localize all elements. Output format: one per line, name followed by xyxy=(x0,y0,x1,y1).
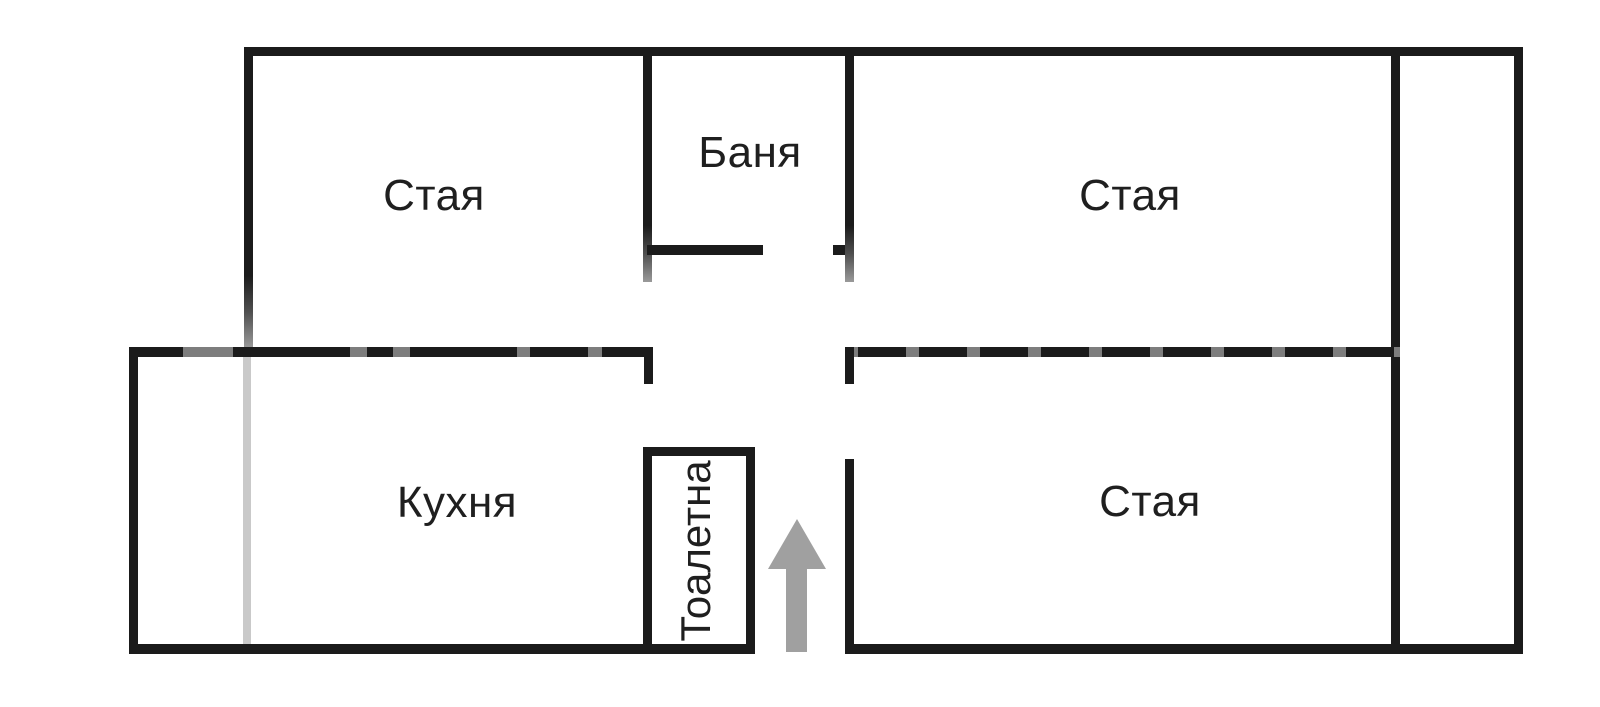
entrance-arrow-shaft xyxy=(786,566,807,652)
entrance-arrow-head-icon xyxy=(768,519,826,569)
toilet-top-wall xyxy=(643,447,755,456)
room-label-top-right: Стая xyxy=(1079,171,1181,220)
outer-right-wall xyxy=(1514,47,1523,654)
middle-wall-right xyxy=(845,347,1400,357)
removed-wall-ghost-line xyxy=(243,357,251,644)
middle-wall-left xyxy=(133,347,653,357)
toilet-left-wall xyxy=(643,447,652,654)
toilet-right-wall xyxy=(746,447,755,654)
room-label-kitchen: Кухня xyxy=(396,478,518,527)
bottom-right-room-wall-upper xyxy=(845,347,854,384)
room-label-bottom-right: Стая xyxy=(1099,477,1201,526)
bottom-right-room-wall-lower xyxy=(845,459,854,654)
room-label-toilet: Тоалетна xyxy=(672,460,719,642)
bathroom-bottom-wall xyxy=(647,245,763,255)
bathroom-left-wall xyxy=(643,47,652,282)
outer-top-wall xyxy=(244,47,1523,56)
kitchen-left-wall xyxy=(129,347,138,654)
bathroom-door-stub xyxy=(833,245,845,255)
bathroom-right-wall xyxy=(845,47,854,282)
top-left-room-left-wall xyxy=(244,47,253,348)
bottom-wall-left xyxy=(129,644,755,654)
room-label-top-left: Стая xyxy=(383,171,485,220)
middle-wall-left-stub xyxy=(644,347,653,384)
bottom-wall-right xyxy=(845,644,1523,654)
room-label-bathroom: Баня xyxy=(698,128,802,177)
